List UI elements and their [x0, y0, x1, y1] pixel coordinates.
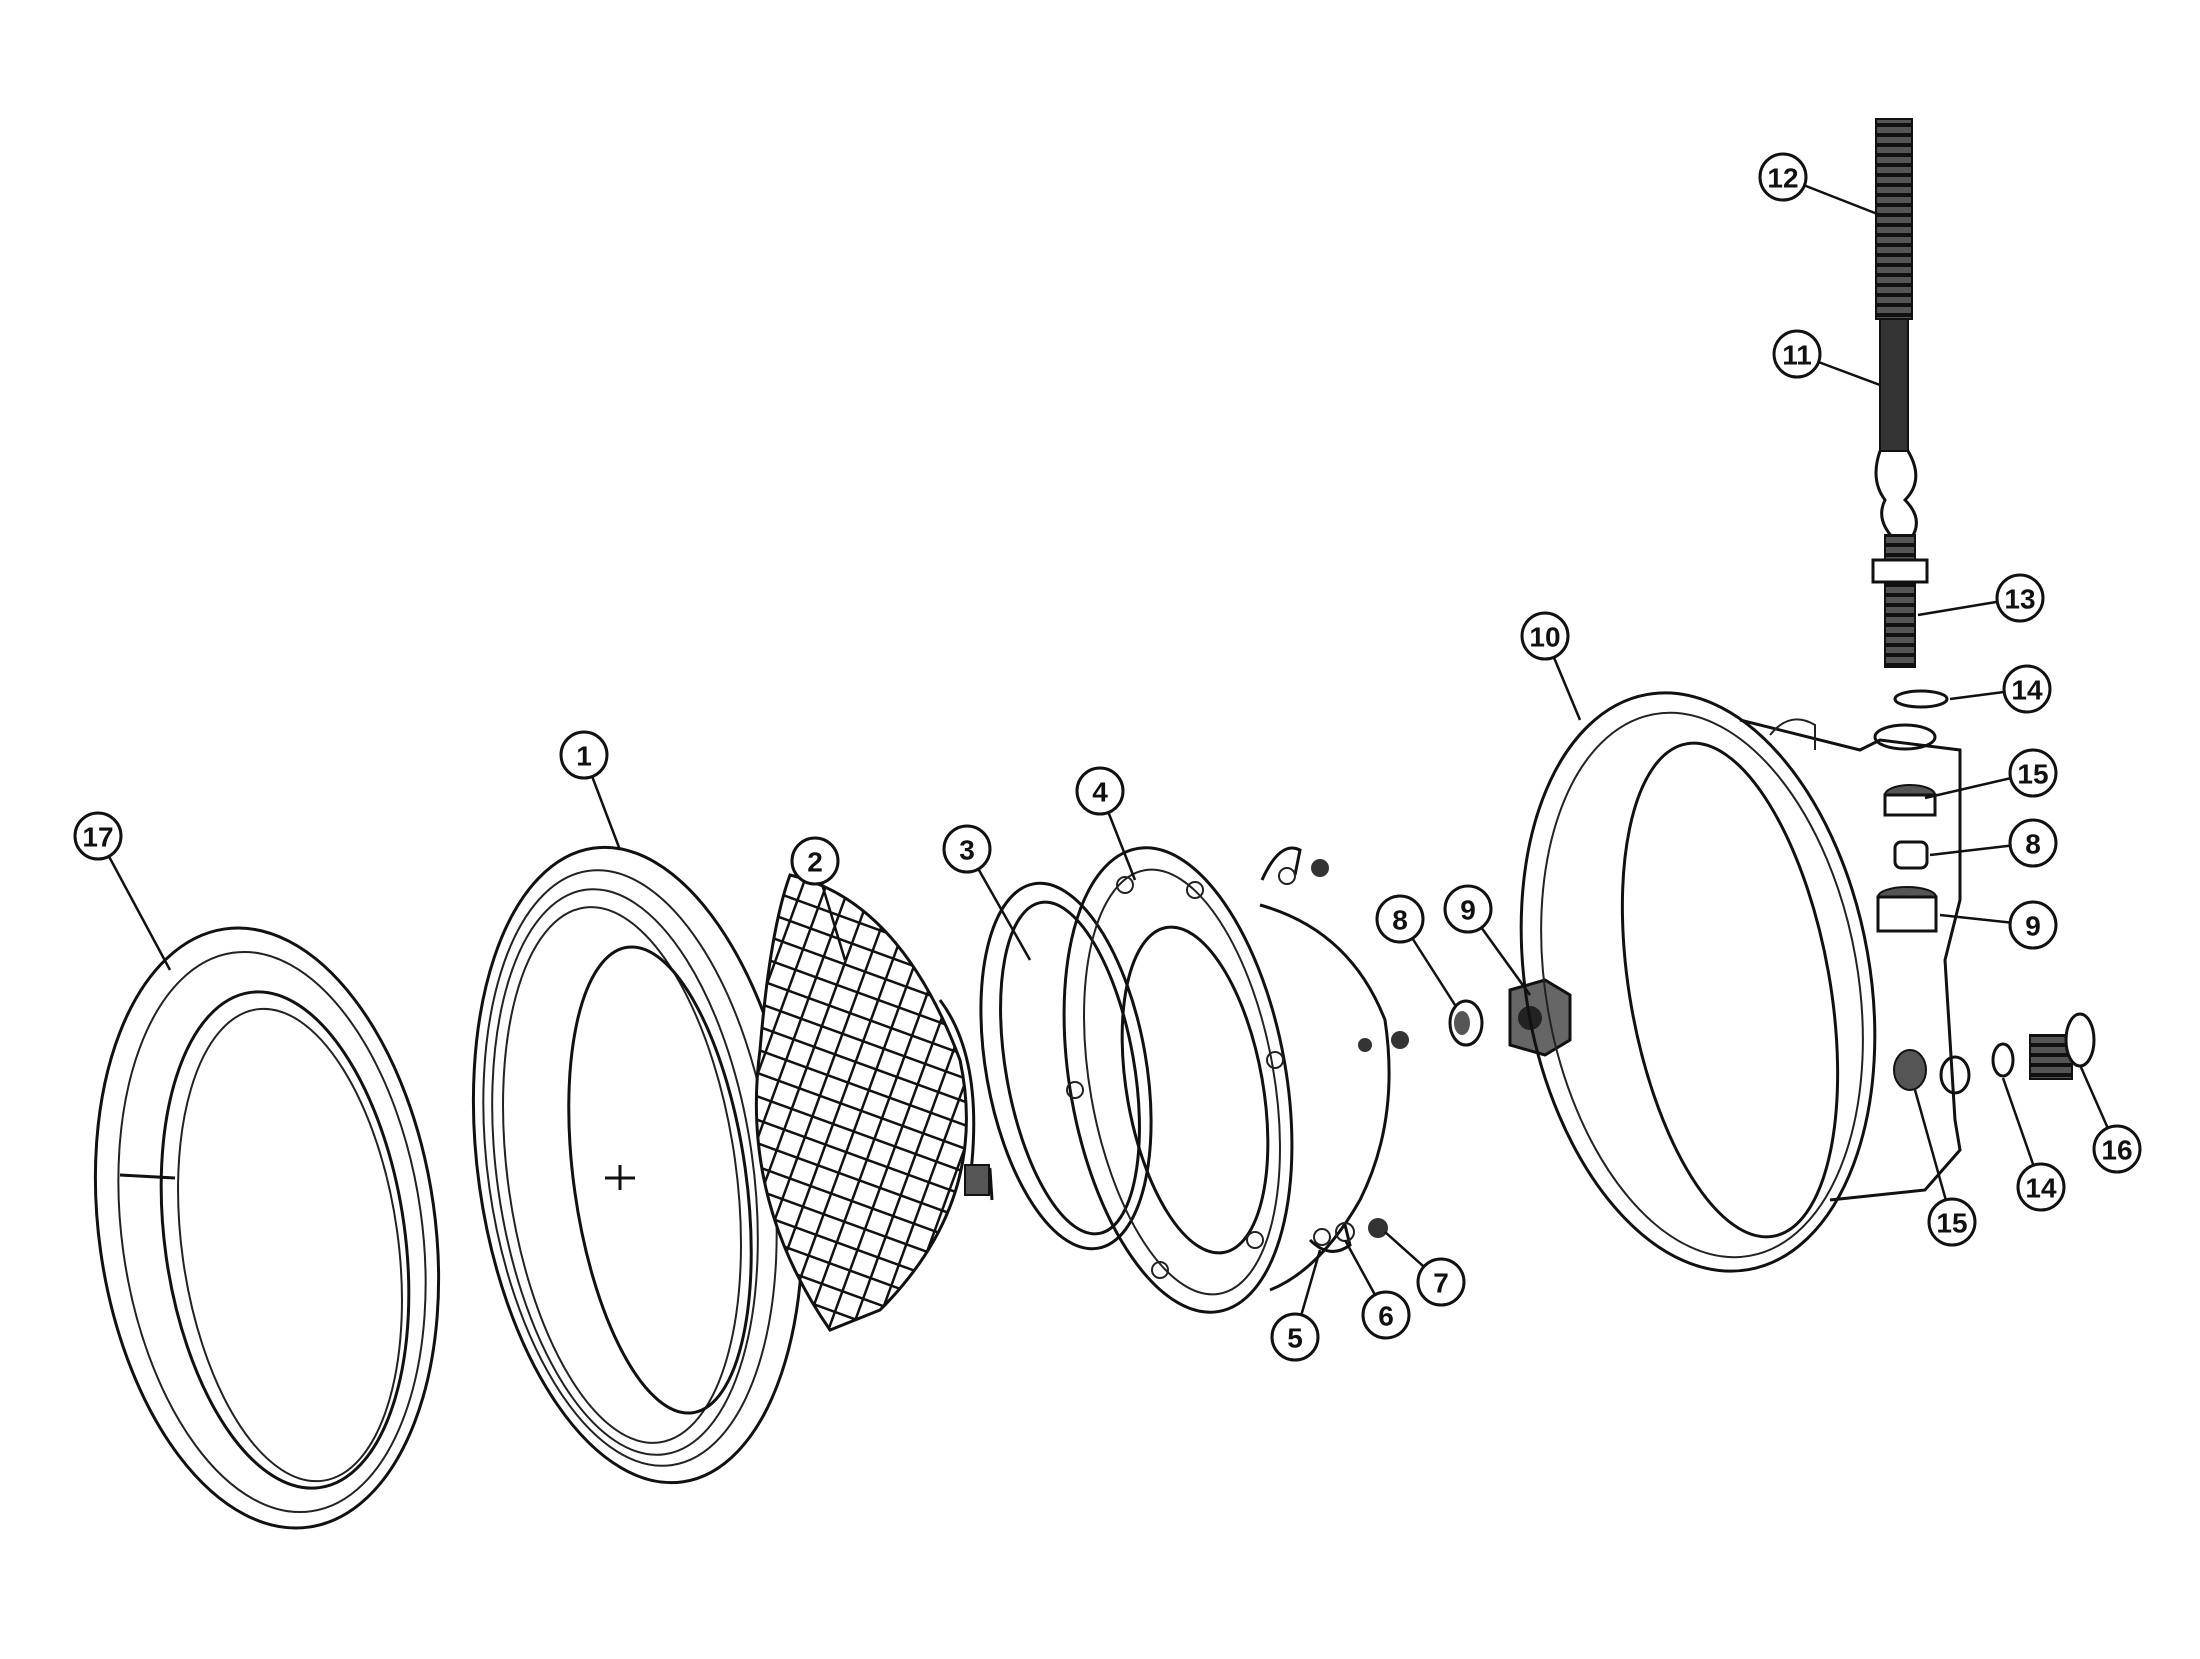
callout-number: 12 — [1767, 163, 1798, 194]
callout-number: 14 — [2011, 675, 2043, 706]
part-2-lens-basket — [754, 873, 994, 1332]
callout-number: 5 — [1287, 1323, 1303, 1354]
callout-9: 9 — [2008, 900, 2058, 950]
part-3-gasket — [979, 881, 1153, 1251]
callout-number: 4 — [1092, 777, 1108, 808]
leader-line — [96, 835, 172, 971]
callout-number: 2 — [807, 847, 823, 878]
callout-15: 15 — [2008, 748, 2058, 798]
callout-number: 16 — [2101, 1135, 2132, 1166]
callout-7: 7 — [1416, 1257, 1466, 1307]
callout-16: 16 — [2092, 1124, 2142, 1174]
callout-number: 13 — [2004, 584, 2035, 615]
callout-number: 7 — [1433, 1268, 1449, 1299]
callout-11: 11 — [1772, 329, 1822, 379]
callout-1: 1 — [559, 730, 609, 780]
part-10-niche-housing — [1519, 691, 1971, 1273]
callout-15: 15 — [1927, 1197, 1977, 1247]
callout-number: 1 — [576, 741, 592, 772]
parts-8-9-bushing-nut — [1448, 978, 1572, 1057]
callout-5: 5 — [1270, 1312, 1320, 1362]
callout-number: 9 — [1460, 895, 1476, 926]
callout-number: 14 — [2025, 1173, 2057, 1204]
callout-12: 12 — [1758, 152, 1808, 202]
callout-3: 3 — [942, 824, 992, 874]
callout-number: 11 — [1782, 340, 1812, 371]
callout-number: 9 — [2025, 911, 2041, 942]
callout-number: 17 — [82, 822, 113, 853]
callout-number: 15 — [1936, 1208, 1967, 1239]
callout-4: 4 — [1075, 766, 1125, 816]
callout-14: 14 — [2002, 664, 2052, 714]
callout-2: 2 — [790, 836, 840, 886]
parts-11-12-13-cable-conduit-gland — [1871, 118, 1929, 668]
callout-10: 10 — [1520, 611, 1570, 661]
parts-14-16-plug-oring — [1893, 689, 2096, 1080]
callout-9: 9 — [1443, 884, 1493, 934]
callout-number: 8 — [2025, 829, 2041, 860]
callout-number: 6 — [1378, 1301, 1394, 1332]
callout-number: 8 — [1392, 905, 1408, 936]
callout-13: 13 — [1995, 573, 2045, 623]
callout-number: 3 — [959, 835, 975, 866]
callout-8: 8 — [2008, 818, 2058, 868]
parts-15-8-9-right-fittings — [1876, 784, 1938, 933]
callout-8: 8 — [1375, 894, 1425, 944]
callout-14: 14 — [2016, 1162, 2066, 1212]
callout-number: 15 — [2017, 759, 2048, 790]
part-4-mounting-flange — [1062, 846, 1409, 1314]
callout-17: 17 — [73, 811, 123, 861]
callout-6: 6 — [1361, 1290, 1411, 1340]
part-17-trim-ring — [93, 926, 441, 1530]
callout-number: 10 — [1529, 622, 1560, 653]
